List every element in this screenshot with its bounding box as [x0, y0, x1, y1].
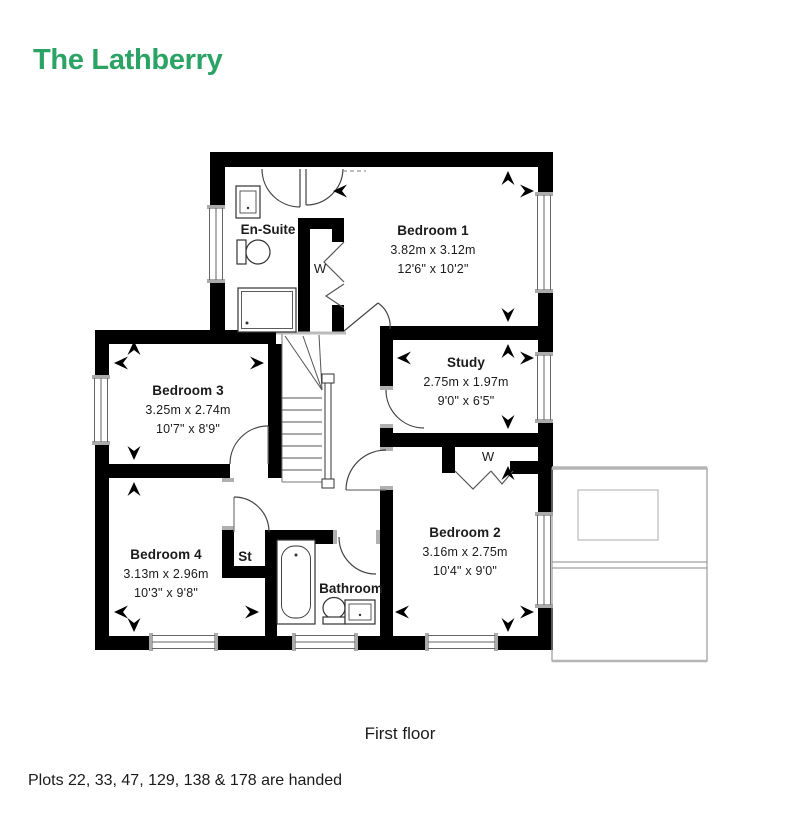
arrow-bed3-right	[250, 356, 264, 370]
arrow-bed4-up	[127, 482, 141, 496]
room-name: Bedroom 3	[152, 383, 224, 398]
arrow-bed4-down	[127, 618, 141, 632]
handed-plots-note: Plots 22, 33, 47, 129, 138 & 178 are han…	[28, 772, 343, 789]
arrow-bed1-up	[501, 171, 515, 185]
arrow-bed1-down	[501, 308, 515, 322]
window-study	[535, 352, 553, 423]
door-bedroom1	[305, 168, 366, 206]
room-label-study: Study 2.75m x 1.97m 9'0" x 6'5"	[423, 355, 508, 408]
room-label-wardrobe-top: W	[313, 261, 327, 276]
room-dim-metric: 3.25m x 2.74m	[145, 403, 231, 417]
door-jambs	[222, 386, 393, 544]
doors	[229, 168, 514, 575]
room-dim-imperial: 12'6" x 10'2"	[397, 262, 469, 276]
room-label-bedroom2: Bedroom 2 3.16m x 2.75m 10'4" x 9'0"	[422, 525, 507, 578]
room-dim-imperial: 10'3" x 9'8"	[133, 586, 198, 600]
page-title: The Lathberry	[33, 44, 223, 76]
room-dim-imperial: 9'0" x 6'5"	[437, 394, 495, 408]
window-bedroom2-side	[535, 512, 553, 608]
floor-caption: First floor	[364, 724, 436, 743]
window-bedroom1	[535, 192, 553, 293]
room-name: Bedroom 4	[130, 547, 202, 562]
arrow-bed2-left	[395, 605, 409, 619]
bathtub-icon	[276, 539, 316, 625]
arrow-bed4-left	[114, 605, 128, 619]
room-dim-metric: 3.82m x 3.12m	[390, 243, 476, 257]
window-bedroom3	[92, 375, 110, 445]
window-bedroom2-bottom	[425, 633, 498, 651]
arrow-bed2-right	[520, 605, 534, 619]
arrow-study-down	[501, 415, 515, 429]
window-ensuite	[207, 205, 225, 283]
bifold-door-wardrobe-top	[323, 241, 345, 309]
bathroom-toilet-icon	[322, 596, 346, 625]
arrow-bed1-right	[520, 184, 534, 198]
garage-roof-window	[577, 489, 659, 541]
door-bedroom3	[229, 425, 269, 465]
stair-handrail	[321, 373, 335, 489]
arrow-bed4-right	[245, 605, 259, 619]
window-bathroom	[292, 633, 358, 651]
arrow-bed3-up	[127, 341, 141, 355]
ensuite-toilet-icon	[236, 239, 271, 265]
arrow-bed2-down	[501, 618, 515, 632]
room-label-bedroom4: Bedroom 4 3.13m x 2.96m 10'3" x 9'8"	[123, 547, 208, 600]
walls	[95, 152, 553, 650]
room-label-store: St	[238, 549, 252, 564]
ensuite-sink-icon	[235, 185, 261, 219]
window-bedroom4	[149, 633, 218, 651]
room-label-bathroom: Bathroom	[319, 581, 383, 596]
room-label-wardrobe-bed2: W	[481, 449, 495, 464]
windows	[92, 192, 553, 651]
room-dim-metric: 2.75m x 1.97m	[423, 375, 509, 389]
door-ensuite	[261, 168, 301, 208]
bathroom-sink-icon	[344, 599, 376, 625]
garage-outline	[551, 466, 708, 663]
door-study	[385, 389, 425, 429]
room-name: Study	[446, 355, 485, 370]
dimension-arrows	[114, 171, 534, 632]
arrow-study-right	[520, 351, 534, 365]
room-dim-imperial: 10'4" x 9'0"	[432, 564, 497, 578]
ensuite-shower-icon	[237, 287, 297, 333]
room-label-bedroom1: Bedroom 1 3.82m x 3.12m 12'6" x 10'2"	[390, 223, 475, 276]
door-bathroom	[338, 536, 377, 575]
arrow-bed1-left	[333, 184, 347, 198]
room-dim-imperial: 10'7" x 8'9"	[155, 422, 220, 436]
stairs	[276, 331, 346, 489]
room-label-bedroom3: Bedroom 3 3.25m x 2.74m 10'7" x 8'9"	[145, 383, 230, 436]
arrow-study-up	[501, 344, 515, 358]
fixtures	[235, 185, 376, 625]
room-label-ensuite: En-Suite	[240, 222, 296, 237]
room-name: Bedroom 1	[397, 223, 469, 238]
room-name: Bedroom 2	[429, 525, 501, 540]
door-stair-landing	[343, 302, 391, 332]
arrow-bed3-left	[114, 356, 128, 370]
arrow-bed2-up	[501, 466, 515, 480]
arrow-study-left	[397, 351, 411, 365]
door-bedroom2	[345, 449, 387, 491]
room-dim-metric: 3.13m x 2.96m	[123, 567, 209, 581]
bifold-door-wardrobe-bed2	[454, 470, 514, 490]
arrow-bed3-down	[127, 446, 141, 460]
room-dim-metric: 3.16m x 2.75m	[422, 545, 508, 559]
door-bedroom4	[233, 496, 270, 533]
